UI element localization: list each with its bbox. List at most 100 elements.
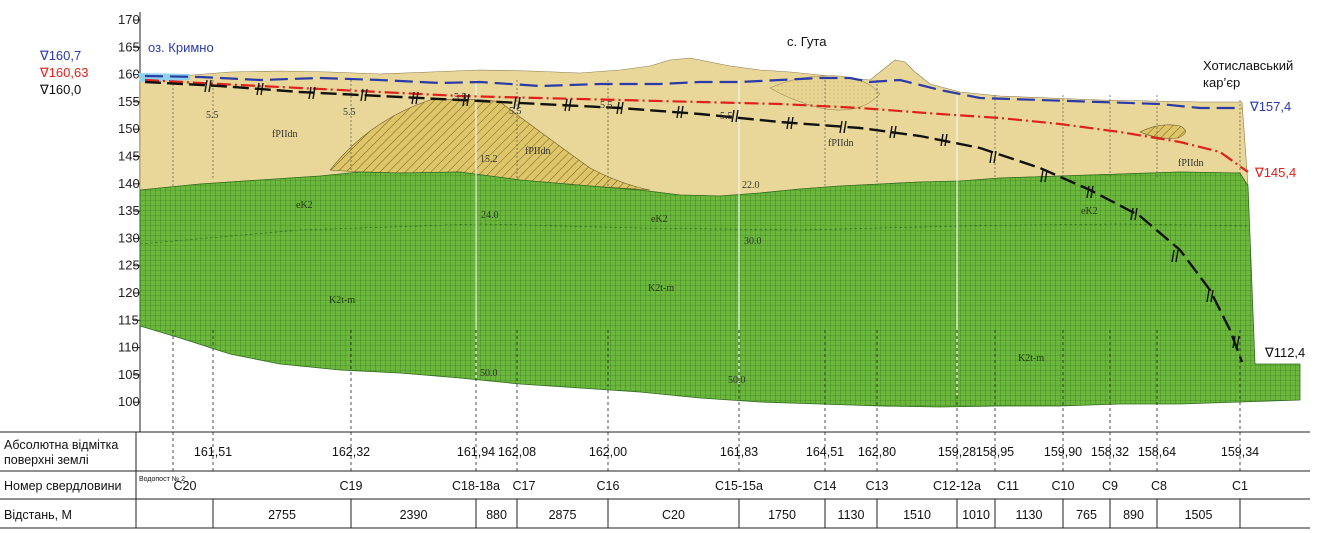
distance-cell: 2755 bbox=[268, 508, 296, 522]
level-right-black: ∇112,4 bbox=[1264, 345, 1305, 360]
chalk-marl-boundary bbox=[139, 223, 1249, 245]
well-number-cell: C17 bbox=[513, 479, 536, 493]
geo-marl-1: K2t-m bbox=[329, 295, 355, 306]
quarry-label-2: кар’єр bbox=[1203, 75, 1240, 90]
y-tick-label: 115 bbox=[118, 312, 139, 327]
elevation-cell: 159,90 bbox=[1044, 445, 1082, 459]
geo-chalk-3: eK2 bbox=[1081, 206, 1098, 217]
depth-3: 5.5 bbox=[454, 92, 467, 103]
geo-sand-2: fPIIdn bbox=[525, 146, 551, 157]
red-water-level bbox=[144, 78, 1249, 173]
distance-cell: 765 bbox=[1076, 508, 1097, 522]
table-row-elev-label-a: Абсолютна відмітка bbox=[4, 438, 118, 452]
y-tick-label: 160 bbox=[118, 67, 140, 82]
geo-marl-3: K2t-m bbox=[1018, 353, 1044, 364]
black-water-level bbox=[144, 80, 1244, 363]
table-row-elev-label-b: поверхні землі bbox=[4, 453, 89, 467]
elevation-cell: 161,94 bbox=[457, 445, 495, 459]
well-number-cell: C8 bbox=[1151, 479, 1167, 493]
elevation-cell: 162,80 bbox=[858, 445, 896, 459]
well-number-cell: C18-18a bbox=[452, 479, 500, 493]
elevation-cell: 162,32 bbox=[332, 445, 370, 459]
well-number-cell: C13 bbox=[866, 479, 889, 493]
distance-cell: 1130 bbox=[1016, 508, 1043, 522]
well-number-cell: C12-12a bbox=[933, 479, 981, 493]
level-left-black: ∇160,0 bbox=[39, 82, 81, 97]
loam-lens bbox=[329, 99, 651, 191]
level-left-red: ∇160,63 bbox=[39, 65, 88, 80]
distance-cell: 2390 bbox=[400, 508, 428, 522]
depth-4: 5.5 bbox=[509, 106, 522, 117]
y-tick-label: 105 bbox=[118, 367, 140, 382]
elevation-cell: 159,34 bbox=[1221, 445, 1259, 459]
y-tick-label: 125 bbox=[118, 258, 140, 273]
elevation-cell: 162,00 bbox=[589, 445, 627, 459]
well-number-cell: C11 bbox=[997, 479, 1019, 493]
y-tick-label: 130 bbox=[118, 230, 140, 245]
elevation-cell: 161,51 bbox=[194, 445, 232, 459]
distance-cells: 2755 2390 880 2875 C20 1750 1130 1510 1010 1130 76… bbox=[268, 508, 1212, 522]
elevation-cell: 159,28 bbox=[938, 445, 976, 459]
level-right-blue: ∇157,4 bbox=[1249, 99, 1291, 114]
depth-9: 24.0 bbox=[481, 210, 499, 221]
geo-chalk-2: eK2 bbox=[651, 214, 668, 225]
geo-chalk-1: eK2 bbox=[296, 200, 313, 211]
bedrock-layer bbox=[139, 171, 1301, 408]
table-row-dist-label: Відстань, М bbox=[4, 508, 72, 522]
distance-cell: 1010 bbox=[962, 508, 990, 522]
well-number-cell: C16 bbox=[597, 479, 620, 493]
y-tick-label: 170 bbox=[118, 12, 140, 27]
elevation-cell: 164,51 bbox=[806, 445, 844, 459]
elevation-cell: 158,32 bbox=[1091, 445, 1129, 459]
distance-cell: C20 bbox=[662, 508, 685, 522]
table-row-well-label: Номер свердловини bbox=[4, 479, 122, 493]
distance-cell: 1750 bbox=[768, 508, 796, 522]
elevation-cell: 161,83 bbox=[720, 445, 758, 459]
level-right-red: ∇145,4 bbox=[1254, 165, 1296, 180]
black-line-ticks bbox=[204, 79, 1240, 349]
elevation-cell: 158,64 bbox=[1138, 445, 1176, 459]
geo-marl-2: K2t-m bbox=[648, 283, 674, 294]
distance-cell: 2875 bbox=[549, 508, 577, 522]
y-tick-label: 150 bbox=[118, 121, 140, 136]
elevation-cell: 158,95 bbox=[976, 445, 1014, 459]
well-number-cell: C15-15a bbox=[715, 479, 763, 493]
distance-cell: 1510 bbox=[903, 508, 931, 522]
distance-cell: 890 bbox=[1123, 508, 1144, 522]
depth-7: 15.2 bbox=[480, 154, 498, 165]
depth-1: 5.5 bbox=[206, 110, 219, 121]
well-number-cell: C9 bbox=[1102, 479, 1118, 493]
well-number-cell: C10 bbox=[1052, 479, 1075, 493]
gauge-label: Водопост № 2 bbox=[139, 476, 185, 483]
blue-water-level bbox=[144, 74, 1242, 110]
distance-cell: 1130 bbox=[838, 508, 865, 522]
geo-sand-3: fPIIdn bbox=[828, 138, 854, 149]
y-tick-label: 120 bbox=[118, 285, 140, 300]
y-axis-ticks: 170 165 160 155 150 145 140 135 130 125 120 115 110 1… bbox=[118, 12, 140, 409]
data-table bbox=[0, 431, 1310, 529]
village-label: с. Гута bbox=[787, 34, 827, 49]
depth-6: 5.5 bbox=[720, 111, 733, 122]
distance-cell: 1505 bbox=[1185, 508, 1213, 522]
well-number-cell: C1 bbox=[1232, 479, 1248, 493]
y-tick-label: 110 bbox=[118, 340, 139, 355]
y-tick-label: 145 bbox=[118, 149, 140, 164]
y-tick-label: 100 bbox=[118, 394, 140, 409]
geo-sand-4: fPIIdn bbox=[1178, 158, 1204, 169]
y-tick-label: 165 bbox=[118, 39, 140, 54]
depth-10: 30.0 bbox=[744, 236, 762, 247]
quarry-label-1: Хотиславський bbox=[1203, 58, 1293, 73]
depth-12: 50.0 bbox=[728, 375, 746, 386]
y-tick-label: 135 bbox=[118, 203, 140, 218]
elevation-cell: 162,08 bbox=[498, 445, 536, 459]
well-number-cell: C20 bbox=[174, 479, 197, 493]
level-left-blue: ∇160,7 bbox=[39, 48, 81, 63]
y-tick-label: 140 bbox=[118, 176, 140, 191]
y-tick-label: 155 bbox=[118, 94, 140, 109]
distance-cell: 880 bbox=[486, 508, 507, 522]
lake-label: оз. Кримно bbox=[148, 40, 214, 55]
depth-2: 5.5 bbox=[343, 107, 356, 118]
